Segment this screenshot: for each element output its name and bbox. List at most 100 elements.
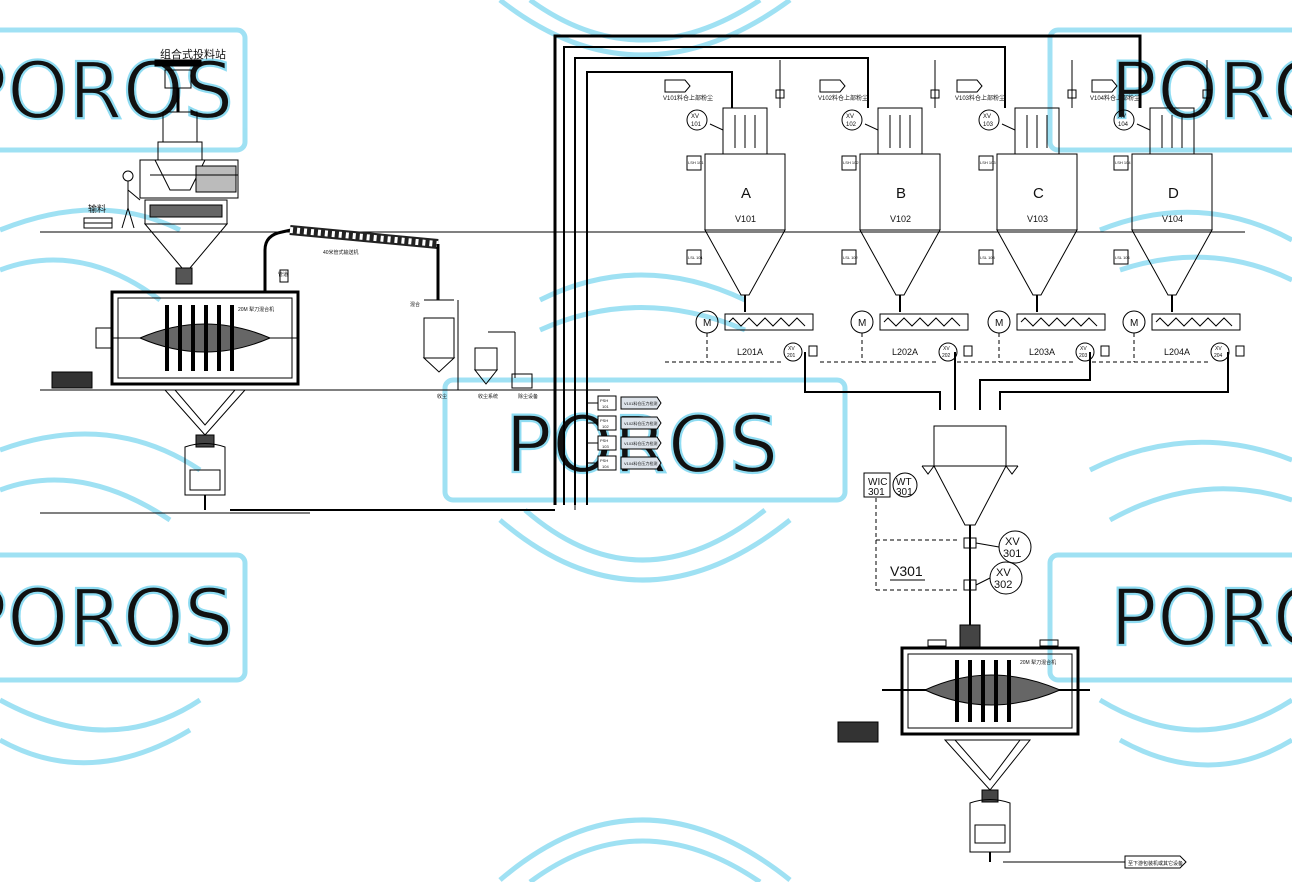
screw-flight <box>883 317 961 327</box>
screw-valve-tag: XV <box>1080 346 1087 352</box>
xv302-tag: XV <box>996 567 1011 579</box>
silo-vessel-label: V102 <box>890 214 911 224</box>
silo-cone <box>859 229 941 296</box>
station-title: 组合式投料站 <box>160 47 226 61</box>
level-high-tag: LSH 103 <box>980 160 996 165</box>
pressure-tag-flag <box>620 436 662 450</box>
level-high-tag: LSH 104 <box>1115 160 1131 165</box>
screw-valve-body <box>963 345 973 357</box>
wt-tag: WT <box>896 477 912 488</box>
plough-mixer-top <box>51 290 300 510</box>
silo-tag-text: V102料仓上部粉尘 <box>818 94 868 102</box>
pneumatic-conveying-lines <box>230 34 1142 511</box>
level-switch-high <box>841 155 857 171</box>
wt-num: 301 <box>896 487 913 498</box>
level-low-tag: LSL 101 <box>688 255 704 260</box>
silo-tag-text: V101料仓上部粉尘 <box>663 94 713 102</box>
screw-valve-body <box>808 345 818 357</box>
wic-num: 301 <box>868 487 885 498</box>
vent-fitting <box>1202 89 1212 99</box>
vent-valve <box>841 109 863 131</box>
xv302-num: 302 <box>994 579 1012 591</box>
silo-tag-text: V104料仓上部粉尘 <box>1090 94 1140 102</box>
watermark-text-3: POROS <box>1110 47 1292 137</box>
pressure-code-b: 104 <box>602 464 609 469</box>
xv301-tag: XV <box>1005 536 1020 548</box>
tube-conveyor <box>263 225 440 300</box>
screw-valve <box>783 342 803 362</box>
pressure-code-a: PSH <box>600 458 608 463</box>
valve-link <box>1136 123 1151 131</box>
screw-flight <box>728 317 806 327</box>
top-mixer-label: 20M 犁刀混合机 <box>238 306 274 313</box>
weigh-vessel-label: V301 <box>890 563 923 579</box>
vent-fitting <box>930 89 940 99</box>
bottom-mixer-label: 20M 犁刀混合机 <box>1020 659 1056 666</box>
screw-label: L201A <box>737 347 763 357</box>
conveyor-label: 40米管式输送机 <box>323 249 359 256</box>
pressure-tag-text: V102料仓压力检测 <box>624 420 657 426</box>
motor-label: M <box>858 318 866 329</box>
screw-valve-num: 201 <box>787 353 796 359</box>
screw-valve <box>938 342 958 362</box>
level-switch-high <box>978 155 994 171</box>
pressure-tag-flag <box>620 416 662 430</box>
pressure-tag-text: V101料仓压力检测 <box>624 400 657 406</box>
motor-label: M <box>703 318 711 329</box>
vent-fitting <box>1067 89 1077 99</box>
silo-a <box>664 60 818 363</box>
pressure-code-a: PSH <box>600 418 608 423</box>
silo-cone <box>996 229 1078 296</box>
watermark-text-4: POROS <box>0 574 234 664</box>
vent-valve <box>686 109 708 131</box>
vent-valve-tag: XV <box>846 114 854 120</box>
level-high-tag: LSH 101 <box>688 160 704 165</box>
level-switch-low <box>686 249 702 265</box>
silo-c <box>956 60 1110 363</box>
vent-valve-num: 101 <box>691 122 702 128</box>
vent-valve-tag: XV <box>983 114 991 120</box>
vent-fitting <box>775 89 785 99</box>
screw-conveyor <box>724 313 814 331</box>
screw-valve-tag: XV <box>788 346 795 352</box>
level-low-tag: LSL 104 <box>1115 255 1131 260</box>
screw-valve-body <box>1100 345 1110 357</box>
silo-d <box>1091 60 1245 363</box>
silo-letter: C <box>1033 185 1044 202</box>
label-l1: 混合 <box>410 301 420 308</box>
output-tag: 至下游包装机或其它设备 <box>1128 860 1183 867</box>
tag-flag <box>956 79 983 93</box>
screw-conveyor <box>879 313 969 331</box>
pressure-tag-flag <box>620 396 662 410</box>
weigh-hopper <box>804 352 1229 625</box>
level-switch-low <box>841 249 857 265</box>
motor-label: M <box>995 318 1003 329</box>
feed-label: 输料 <box>88 203 106 214</box>
silo-vessel-label: V103 <box>1027 214 1048 224</box>
level-low-tag: LSL 102 <box>843 255 859 260</box>
silo-b <box>819 60 973 363</box>
valve-link <box>709 123 724 131</box>
label-l5: 除尘设备 <box>518 393 538 400</box>
vent-valve-num: 103 <box>983 122 994 128</box>
silo-letter: B <box>896 185 906 202</box>
xv301-num: 301 <box>1003 548 1021 560</box>
screw-label: L202A <box>892 347 918 357</box>
screw-flight <box>1020 317 1098 327</box>
label-l4: 收尘系统 <box>478 393 498 400</box>
label-l2: 管道 <box>278 271 288 278</box>
screw-label: L204A <box>1164 347 1190 357</box>
screw-valve-num: 202 <box>942 353 951 359</box>
screw-label: L203A <box>1029 347 1055 357</box>
screw-conveyor <box>1151 313 1241 331</box>
silo-letter: A <box>741 185 751 202</box>
vent-valve-num: 104 <box>1118 122 1129 128</box>
pressure-code-b: 103 <box>602 444 609 449</box>
tag-flag <box>819 79 846 93</box>
wic-tag: WIC <box>868 477 887 488</box>
valve-link <box>1001 123 1016 131</box>
